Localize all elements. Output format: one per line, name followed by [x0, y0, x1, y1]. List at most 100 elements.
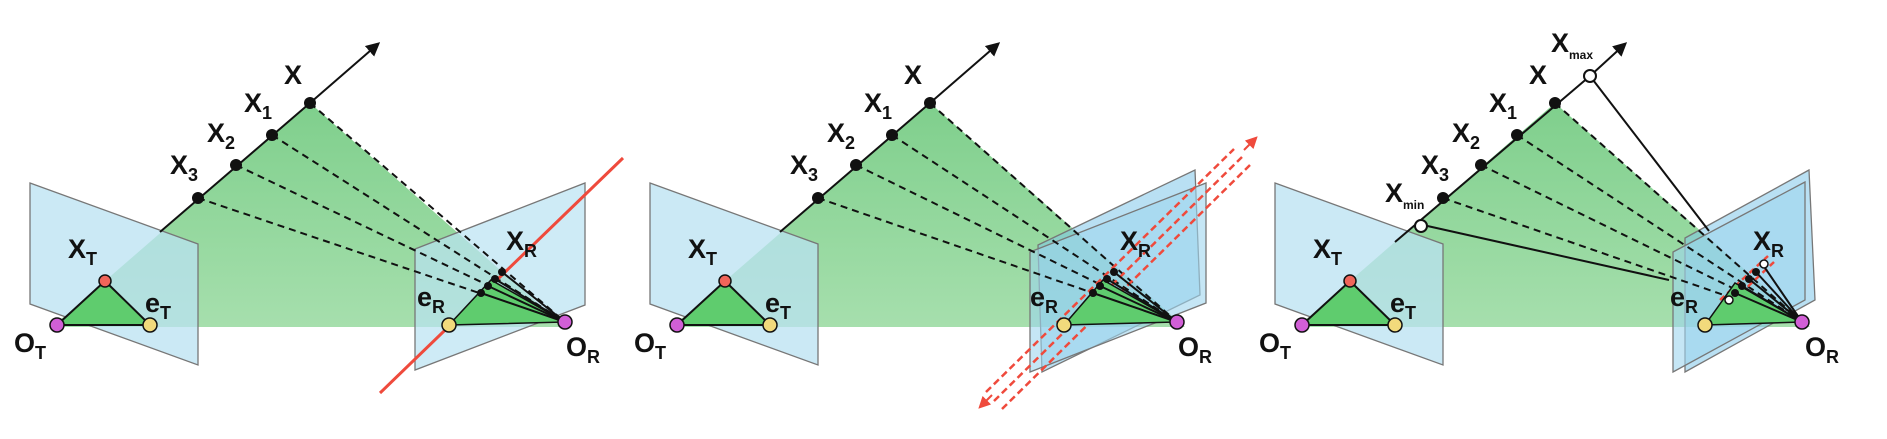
projected-xmax [1759, 259, 1769, 269]
label-x: X [284, 60, 302, 90]
xmin-line [1422, 224, 1670, 281]
left-image-point [98, 274, 112, 288]
projection-line [1516, 134, 1803, 323]
left-camera-center [1294, 317, 1310, 333]
label-or: OR [566, 332, 600, 367]
ray-to-camera [1741, 285, 1803, 323]
left-image-plane [649, 182, 819, 366]
ray-to-camera [1734, 292, 1803, 323]
label-et: eT [765, 288, 791, 323]
projected-point [1089, 289, 1097, 297]
projected-point [491, 275, 499, 283]
left-image-point [718, 274, 732, 288]
right-camera-center [557, 314, 573, 330]
label-xr: XR [1753, 226, 1784, 261]
projection-line [197, 197, 566, 323]
epipolar-band-edge [1001, 164, 1251, 410]
ray-direction-arrow [929, 42, 1001, 104]
ray-to-camera [1099, 285, 1178, 323]
3d-point-x2 [850, 159, 862, 171]
label-x1: X1 [244, 88, 272, 123]
label-or: OR [1805, 332, 1839, 367]
left-camera-center [49, 317, 65, 333]
ray-to-camera [501, 271, 566, 323]
ray-direction-arrow [309, 42, 381, 104]
label-er: eR [1030, 282, 1058, 317]
3d-point-x1 [1511, 129, 1523, 141]
projected-point [1096, 282, 1104, 290]
3d-point-x [1549, 97, 1561, 109]
left-image-plane [1274, 182, 1444, 366]
3d-point-x3 [812, 192, 824, 204]
3d-point-x1 [266, 129, 278, 141]
label-or: OR [1178, 332, 1212, 367]
3d-point-x2 [1475, 159, 1487, 171]
projection-line [309, 102, 566, 323]
label-x: X [1529, 60, 1547, 90]
epipolar-band-edge [993, 156, 1243, 402]
label-ot: OT [634, 328, 666, 363]
ray-to-camera [1755, 271, 1803, 323]
3d-point-x1 [886, 129, 898, 141]
3d-point-x [924, 97, 936, 109]
3d-point-xmax [1583, 69, 1597, 83]
projected-point [1731, 289, 1739, 297]
3d-point-x [304, 97, 316, 109]
label-xr: XR [506, 226, 537, 261]
projection-line [891, 134, 1178, 323]
ray-to-camera [480, 292, 566, 323]
left-epipole [1387, 317, 1403, 333]
left-camera-center [669, 317, 685, 333]
label-x: X [904, 60, 922, 90]
label-xt: XT [68, 234, 97, 269]
label-x3: X3 [790, 150, 818, 185]
projected-point [1738, 282, 1746, 290]
right-epipole [1697, 317, 1713, 333]
3d-point-x3 [1437, 192, 1449, 204]
panel-1: X X1 X2 X3 XT eT OT XR eR OR [14, 42, 625, 395]
panel-2: X X1 X2 X3 XT eT OT XR eR OR [634, 42, 1258, 410]
left-image-point [1343, 274, 1357, 288]
ray-to-camera [1106, 278, 1178, 323]
projected-point [498, 268, 506, 276]
3d-point-x3 [192, 192, 204, 204]
label-xr: XR [1120, 226, 1151, 261]
ray-to-camera [494, 278, 566, 323]
epipolar-band-edge [985, 148, 1235, 393]
projected-point [1110, 268, 1118, 276]
right-epipole [1056, 317, 1072, 333]
xmax-line [1589, 75, 1710, 232]
ray-to-camera [487, 285, 566, 323]
3d-point-x2 [230, 159, 242, 171]
label-x2: X2 [1452, 118, 1480, 153]
label-xmax: Xmax [1551, 28, 1593, 62]
3d-point-xmin [1414, 219, 1428, 233]
label-et: eT [1390, 288, 1416, 323]
label-er: eR [1670, 282, 1698, 317]
label-et: eT [145, 288, 171, 323]
ray-to-camera [1113, 271, 1178, 323]
right-epipole [441, 317, 457, 333]
projected-point [477, 289, 485, 297]
left-camera-triangle [674, 279, 773, 326]
projected-point [1103, 275, 1111, 283]
label-x3: X3 [1421, 150, 1449, 185]
left-camera-triangle [54, 279, 153, 326]
label-ot: OT [14, 328, 46, 363]
panel-3: X Xmax X1 X2 X3 Xmin XT eT OT XR eR OR [1259, 28, 1839, 374]
left-image-plane [29, 182, 199, 366]
label-x3: X3 [170, 150, 198, 185]
label-ot: OT [1259, 328, 1291, 363]
label-x1: X1 [864, 88, 892, 123]
label-x2: X2 [827, 118, 855, 153]
label-x1: X1 [1489, 88, 1517, 123]
right-camera-center [1794, 314, 1810, 330]
projected-point [1745, 275, 1753, 283]
projected-point [484, 282, 492, 290]
label-er: eR [417, 282, 445, 317]
epipolar-band-arrow [978, 394, 993, 409]
ray-to-camera [1762, 264, 1803, 323]
ray-to-camera [1748, 278, 1803, 323]
label-xt: XT [1313, 234, 1342, 269]
